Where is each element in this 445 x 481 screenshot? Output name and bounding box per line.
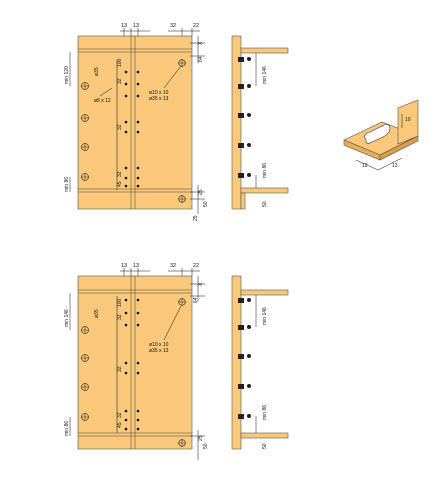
detail-side-face: [397, 99, 419, 145]
dim-32b: 32: [117, 124, 123, 130]
dim-100: 100: [117, 58, 123, 67]
top-cup-holes: [178, 59, 186, 203]
b-dim-25: 25: [198, 435, 204, 441]
top-side-view: min 146 min 86 50: [231, 35, 289, 210]
b-label-d10x10: ø10 x 10: [149, 342, 169, 348]
dim-25a: 25: [198, 189, 204, 195]
label-d10x10: ø10 x 10: [149, 90, 169, 96]
dim-45: 45: [117, 181, 123, 187]
detail-iso-view: 10 12 13: [343, 99, 419, 171]
dim-25b: 25: [193, 215, 199, 221]
label-d35: ø35: [94, 67, 100, 76]
top-side-panel: [231, 35, 242, 210]
dim-64: 64: [198, 56, 204, 62]
bottom-drill-dots: [124, 298, 140, 431]
bottom-shelf-upper: [240, 289, 289, 296]
b-dim-13a: 13: [121, 263, 127, 269]
bottom-side-panel: [231, 275, 242, 450]
top-left-holes: [81, 82, 89, 181]
dim-13b: 13: [133, 23, 139, 29]
detail-w12: 12: [362, 163, 368, 169]
b-dim-100: 100: [117, 298, 123, 307]
detail-slot: [364, 124, 391, 144]
top-side-pins: [238, 57, 251, 178]
bottom-front-view: 13 13 32 22 X 64 25 50 100 32 32 32 45 m…: [64, 263, 209, 460]
b-dim-50: 50: [203, 443, 209, 449]
bottom-cup-holes: [178, 298, 186, 447]
b-dim-x: X: [198, 282, 204, 286]
b-dim-32: 32: [170, 263, 176, 269]
top-shelf-lower: [240, 187, 289, 194]
b-dim-min146: min 146: [64, 309, 70, 327]
label-d8x12: ø8 x 12: [94, 98, 111, 104]
bottom-shelf-lower: [240, 432, 289, 439]
side-min146: min 146: [262, 66, 268, 84]
bottom-left-holes: [81, 326, 89, 421]
b-dim-22: 22: [193, 263, 199, 269]
label-d35x13: ø35 x 13: [149, 96, 169, 102]
b-side-min86: min 86: [262, 405, 268, 420]
b-dim-32b: 32: [117, 366, 123, 372]
b-dim-45: 45: [117, 422, 123, 428]
top-side-foot: [240, 192, 246, 210]
dim-min86: min 86: [64, 177, 70, 192]
detail-w13: 13: [392, 163, 398, 169]
detail-h10: 10: [405, 117, 411, 123]
top-front-view: 13 13 32 22 X 64 25 50 25 100 32 32 32 4…: [64, 23, 209, 221]
b-dim-32c: 32: [117, 412, 123, 418]
b-dim-32a: 32: [117, 314, 123, 320]
dim-32: 32: [170, 23, 176, 29]
side-50: 50: [262, 201, 268, 207]
dim-min120: min 120: [64, 66, 70, 84]
dim-32a: 32: [117, 78, 123, 84]
b-side-min146: min 146: [262, 307, 268, 325]
side-min86: min 86: [262, 163, 268, 178]
dim-22: 22: [193, 23, 199, 29]
b-side-50: 50: [262, 443, 268, 449]
dim-13a: 13: [121, 23, 127, 29]
b-dim-13b: 13: [133, 263, 139, 269]
b-dim-64: 64: [193, 297, 199, 303]
dim-50: 50: [203, 201, 209, 207]
b-label-d35: ø35: [94, 309, 100, 318]
bottom-side-view: min 146 min 86 50: [231, 275, 289, 450]
top-drill-dots: [124, 70, 140, 188]
top-shelf-upper: [240, 47, 289, 54]
b-dim-min86: min 86: [64, 421, 70, 436]
bottom-side-pins: [238, 298, 251, 419]
dim-32c: 32: [117, 171, 123, 177]
b-label-d35x13: ø35 x 13: [149, 348, 169, 354]
